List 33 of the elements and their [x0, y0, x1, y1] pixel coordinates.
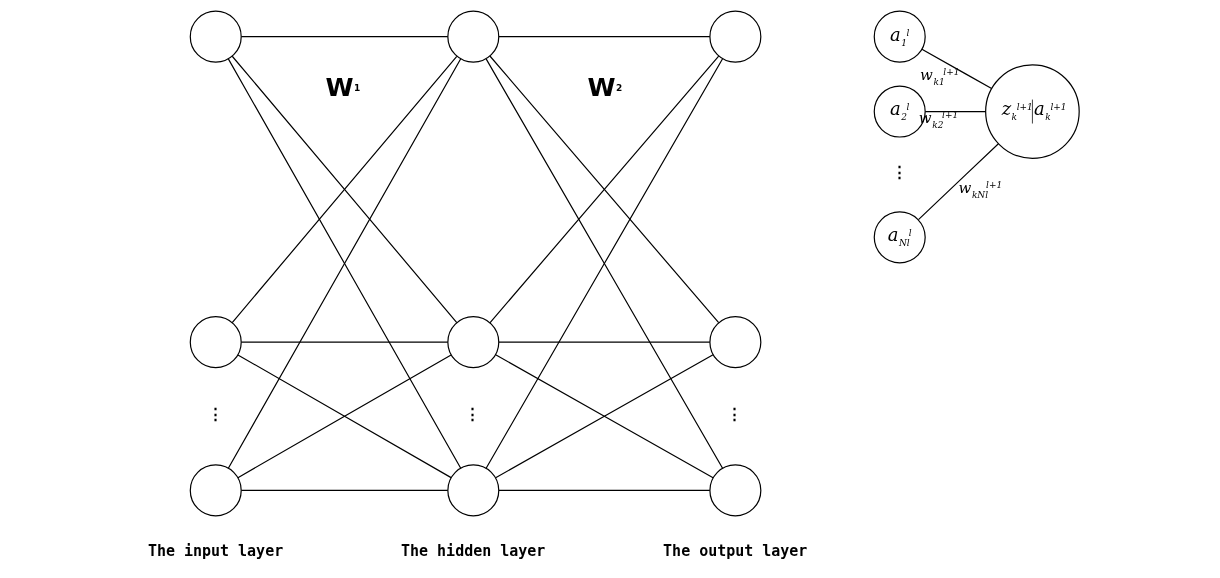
connector: [497, 489, 710, 491]
connector: [240, 489, 448, 491]
connector: [497, 36, 710, 38]
connector: [497, 341, 710, 343]
label: The input layer: [147, 542, 283, 561]
label: ⋮: [891, 163, 907, 182]
node-circle: [189, 464, 242, 517]
label: ⋮: [727, 405, 743, 424]
node-circle: [708, 10, 761, 63]
node-circle: [708, 316, 761, 369]
connector: [917, 143, 999, 221]
connector: [240, 341, 448, 343]
connector: [236, 354, 452, 479]
label: The output layer: [662, 542, 807, 561]
node-circle: [446, 464, 499, 517]
node-circle: [708, 464, 761, 517]
node-circle: [189, 316, 242, 369]
connector: [231, 55, 457, 324]
label: W$^{1}$: [324, 72, 360, 103]
node-circle: [446, 10, 499, 63]
connector: [485, 58, 723, 469]
connector: [227, 58, 461, 469]
connector: [494, 354, 714, 479]
connector: [240, 36, 448, 38]
connector: [920, 48, 992, 90]
connector: [488, 55, 719, 324]
label: W$^{2}$: [586, 72, 622, 103]
node-circle: [446, 316, 499, 369]
label: ⋮: [464, 405, 480, 424]
label: ⋮: [207, 405, 223, 424]
connector: [924, 110, 986, 113]
node-circle: [189, 10, 242, 63]
label: The hidden layer: [400, 542, 545, 561]
